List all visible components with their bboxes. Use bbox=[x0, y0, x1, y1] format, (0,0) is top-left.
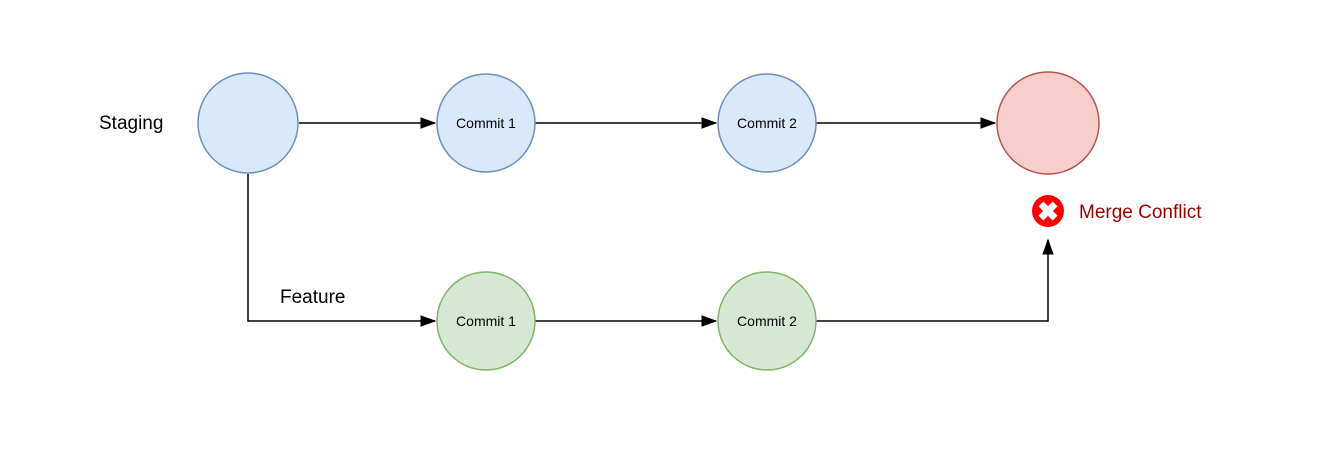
arrow-branch-root-to-feature-commit1 bbox=[247, 174, 435, 321]
x-circle-error-icon bbox=[1032, 195, 1064, 227]
feature-commit2-label: Commit 2 bbox=[737, 313, 797, 329]
arrow-feature-commit2-to-conflict-icon bbox=[816, 240, 1048, 322]
staging-commit1-node: Commit 1 bbox=[436, 73, 536, 173]
staging-commit1-label: Commit 1 bbox=[456, 115, 516, 131]
staging-commit2-node: Commit 2 bbox=[717, 73, 817, 173]
feature-branch-label: Feature bbox=[280, 287, 345, 308]
staging-branch-label: Staging bbox=[99, 113, 163, 134]
staging-root-node bbox=[197, 72, 299, 174]
merge-conflict-node bbox=[996, 71, 1100, 175]
feature-commit1-node: Commit 1 bbox=[436, 271, 536, 371]
merge-conflict-label: Merge Conflict bbox=[1079, 202, 1202, 223]
feature-commit1-label: Commit 1 bbox=[456, 313, 516, 329]
feature-commit2-node: Commit 2 bbox=[717, 271, 817, 371]
staging-commit2-label: Commit 2 bbox=[737, 115, 797, 131]
